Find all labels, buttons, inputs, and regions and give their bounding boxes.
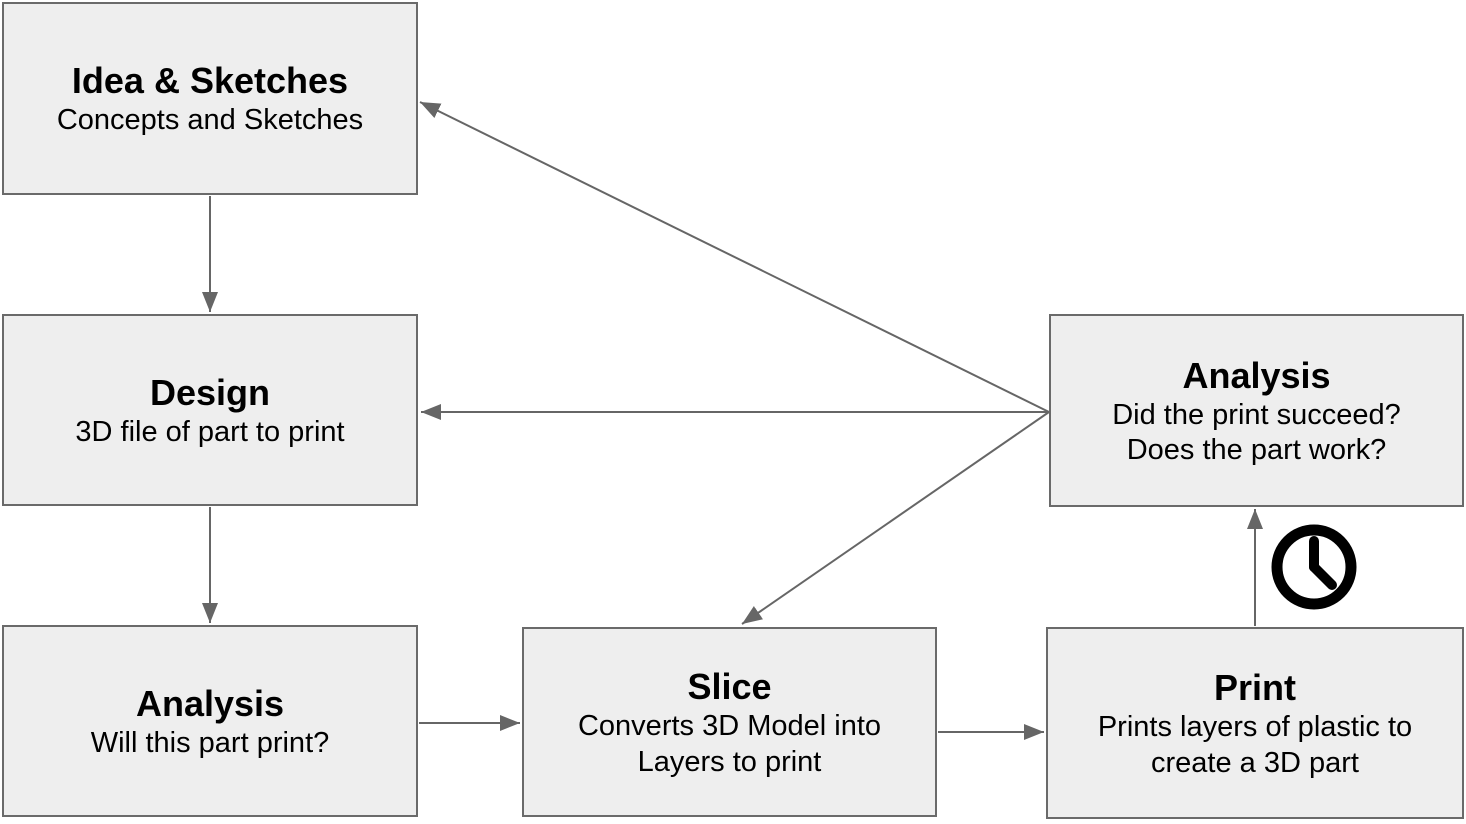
- node-subtitle: Did the print succeed? Does the part wor…: [1112, 398, 1401, 466]
- node-title: Print: [1213, 667, 1296, 709]
- node-title: Design: [149, 371, 271, 413]
- clock-icon: [1271, 524, 1357, 610]
- node-design: Design 3D file of part to print: [2, 314, 418, 506]
- node-title: Idea & Sketches: [71, 60, 349, 102]
- node-subtitle: Converts 3D Model into Layers to print: [577, 710, 882, 778]
- node-title: Slice: [687, 666, 772, 708]
- node-analysis-result: Analysis Did the print succeed? Does the…: [1049, 314, 1464, 507]
- node-idea-sketches: Idea & Sketches Concepts and Sketches: [2, 2, 418, 195]
- arrow-analysis-to-idea: [419, 101, 1050, 413]
- node-title: Analysis: [135, 682, 285, 724]
- arrow-analysis-to-slice-rework: [741, 411, 1050, 625]
- node-subtitle: Prints layers of plastic to create a 3D …: [1097, 711, 1413, 779]
- node-slice: Slice Converts 3D Model into Layers to p…: [522, 627, 937, 817]
- node-subtitle: Will this part print?: [90, 726, 330, 759]
- node-print: Print Prints layers of plastic to create…: [1046, 627, 1464, 819]
- node-title: Analysis: [1182, 354, 1331, 396]
- node-analysis-print-check: Analysis Will this part print?: [2, 625, 418, 817]
- node-subtitle: 3D file of part to print: [75, 415, 345, 448]
- node-subtitle: Concepts and Sketches: [56, 104, 364, 137]
